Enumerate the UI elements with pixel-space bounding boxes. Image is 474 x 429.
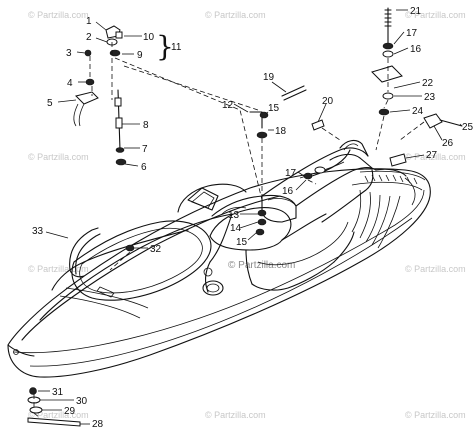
callout-25: 25 (462, 122, 474, 133)
part-27-plate (389, 153, 407, 167)
part-13-nut (257, 209, 267, 217)
part-23-washer (382, 92, 394, 100)
callout-11-brace: } (156, 30, 174, 63)
callout-23: 23 (424, 92, 436, 103)
parts (27, 7, 463, 427)
watermark-bottom-left: © Partzilla.com (28, 410, 89, 420)
watermark-top-right: © Partzilla.com (405, 10, 466, 20)
watermarks: © Partzilla.com © Partzilla.com © Partzi… (28, 10, 466, 420)
callout-24: 24 (412, 106, 424, 117)
callout-30: 30 (76, 396, 88, 407)
watermark-lower-left: © Partzilla.com (28, 264, 89, 274)
callout-12: 12 (222, 100, 234, 111)
part-16-washer-lower (314, 166, 326, 174)
callout-16b: 16 (282, 186, 294, 197)
hull (7, 139, 431, 378)
part-9-nut (109, 49, 121, 57)
part-19-bar (281, 85, 305, 97)
callout-8: 8 (143, 120, 149, 131)
hull-texture (351, 174, 418, 249)
callout-1: 1 (86, 16, 92, 27)
callout-13: 13 (228, 210, 240, 221)
callout-21: 21 (410, 6, 422, 17)
callout-3: 3 (66, 48, 72, 59)
callout-17a: 17 (406, 28, 418, 39)
callout-2: 2 (86, 32, 92, 43)
part-22-bracket (371, 65, 403, 83)
part-32-fastener (125, 244, 135, 252)
part-24-nut (378, 108, 390, 116)
leader-lines (38, 9, 463, 425)
part-28-bracket (27, 417, 81, 427)
callout-14: 14 (230, 223, 242, 234)
callout-16a: 16 (410, 44, 422, 55)
callout-20: 20 (322, 96, 334, 107)
part-21-bolt (384, 7, 392, 47)
part-17-nut-lower (303, 172, 313, 180)
watermark-bottom-right: © Partzilla.com (405, 410, 466, 420)
callout-numbers: 1 2 3 4 5 6 7 8 9 10 } 11 12 13 14 15 15… (32, 6, 474, 429)
callout-9: 9 (137, 50, 143, 61)
callout-15a: 15 (268, 103, 280, 114)
callout-18: 18 (275, 126, 287, 137)
callout-28: 28 (92, 419, 104, 429)
part-33-handle (69, 227, 101, 278)
callout-7: 7 (142, 144, 148, 155)
part-4-washer (85, 78, 95, 86)
callout-10: 10 (143, 32, 155, 43)
assembly-lines (33, 42, 425, 419)
callout-29: 29 (64, 406, 76, 417)
part-26-fitting (423, 113, 463, 129)
callout-11: 11 (171, 42, 182, 53)
callout-26: 26 (442, 138, 454, 149)
callout-22: 22 (422, 78, 434, 89)
callout-17b: 17 (285, 168, 297, 179)
callout-32: 32 (150, 244, 162, 255)
callout-33: 33 (32, 226, 44, 237)
callout-5: 5 (47, 98, 53, 109)
watermark-mid-left: © Partzilla.com (28, 152, 89, 162)
part-14-washer (257, 218, 267, 226)
callout-19: 19 (263, 72, 275, 83)
part-31-nut (29, 387, 37, 395)
callout-31: 31 (52, 387, 64, 398)
part-10-fitting (115, 31, 123, 39)
part-8-cable (114, 89, 127, 166)
part-5-bracket (73, 91, 99, 127)
part-3-nut (84, 49, 92, 57)
part-15-nut-lower (255, 228, 265, 236)
callout-4: 4 (67, 78, 73, 89)
watermark-top-center: © Partzilla.com (205, 10, 266, 20)
callout-6: 6 (141, 162, 147, 173)
part-17-nut-upper (382, 42, 394, 50)
part-29-washer (29, 406, 43, 414)
part-16-washer-upper (382, 50, 394, 58)
watermark-bottom-center: © Partzilla.com (205, 410, 266, 420)
watermark-mid-right: © Partzilla.com (405, 152, 466, 162)
callout-27: 27 (426, 150, 438, 161)
callout-15b: 15 (236, 237, 248, 248)
watermark-lower-right: © Partzilla.com (405, 264, 466, 274)
part-18-washer (256, 131, 268, 139)
watermark-top-left: © Partzilla.com (28, 10, 89, 20)
watermark-center: © Partzilla.com (228, 260, 295, 271)
